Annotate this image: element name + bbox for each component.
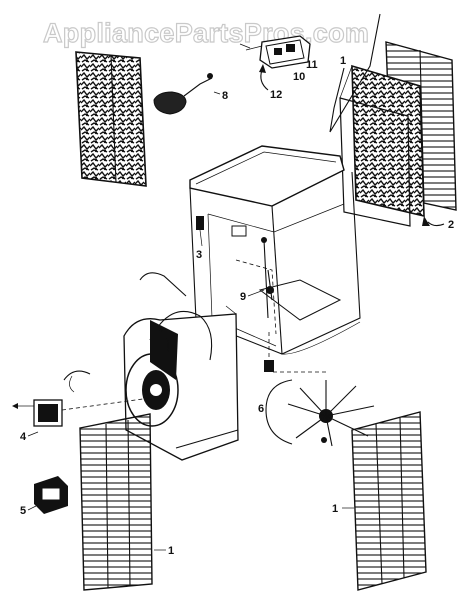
callout-3: 3 — [196, 249, 202, 261]
callout-1-top: 1 — [340, 55, 346, 67]
media-pad-top-right — [339, 64, 425, 227]
callout-1-bottom: 1 — [168, 545, 174, 557]
callout-9-leader — [247, 289, 265, 297]
drain-fitting — [196, 216, 204, 247]
switch-box — [239, 35, 311, 69]
callout-4-leader — [27, 431, 39, 437]
callout-6: 6 — [258, 403, 264, 415]
callout-9: 9 — [240, 291, 246, 303]
float-switch — [153, 73, 221, 115]
callout-12-arrow — [259, 64, 269, 91]
watermark-text: AppliancePartsPros.com — [43, 18, 369, 48]
blower-assembly — [123, 272, 239, 461]
callout-6-bracket — [265, 379, 293, 445]
callout-2-arrow — [422, 216, 445, 227]
callout-5: 5 — [20, 505, 26, 517]
callout-2: 2 — [448, 219, 454, 231]
media-pad-top-left — [75, 51, 147, 187]
callout-8: 8 — [222, 90, 228, 102]
callout-11: 11 — [306, 59, 318, 71]
grille-bottom-right — [351, 411, 427, 591]
callout-10: 10 — [293, 71, 305, 83]
callout-1-bracket-top — [329, 13, 381, 133]
callout-5-leader — [27, 505, 37, 511]
callout-1-right: 1 — [332, 503, 338, 515]
pump-motor — [12, 370, 151, 427]
cabinet — [189, 145, 361, 355]
grille-bottom-left — [79, 413, 153, 591]
capacitor-box — [34, 476, 68, 514]
callout-4: 4 — [20, 431, 27, 443]
pump — [264, 332, 274, 372]
callout-12: 12 — [270, 89, 282, 101]
